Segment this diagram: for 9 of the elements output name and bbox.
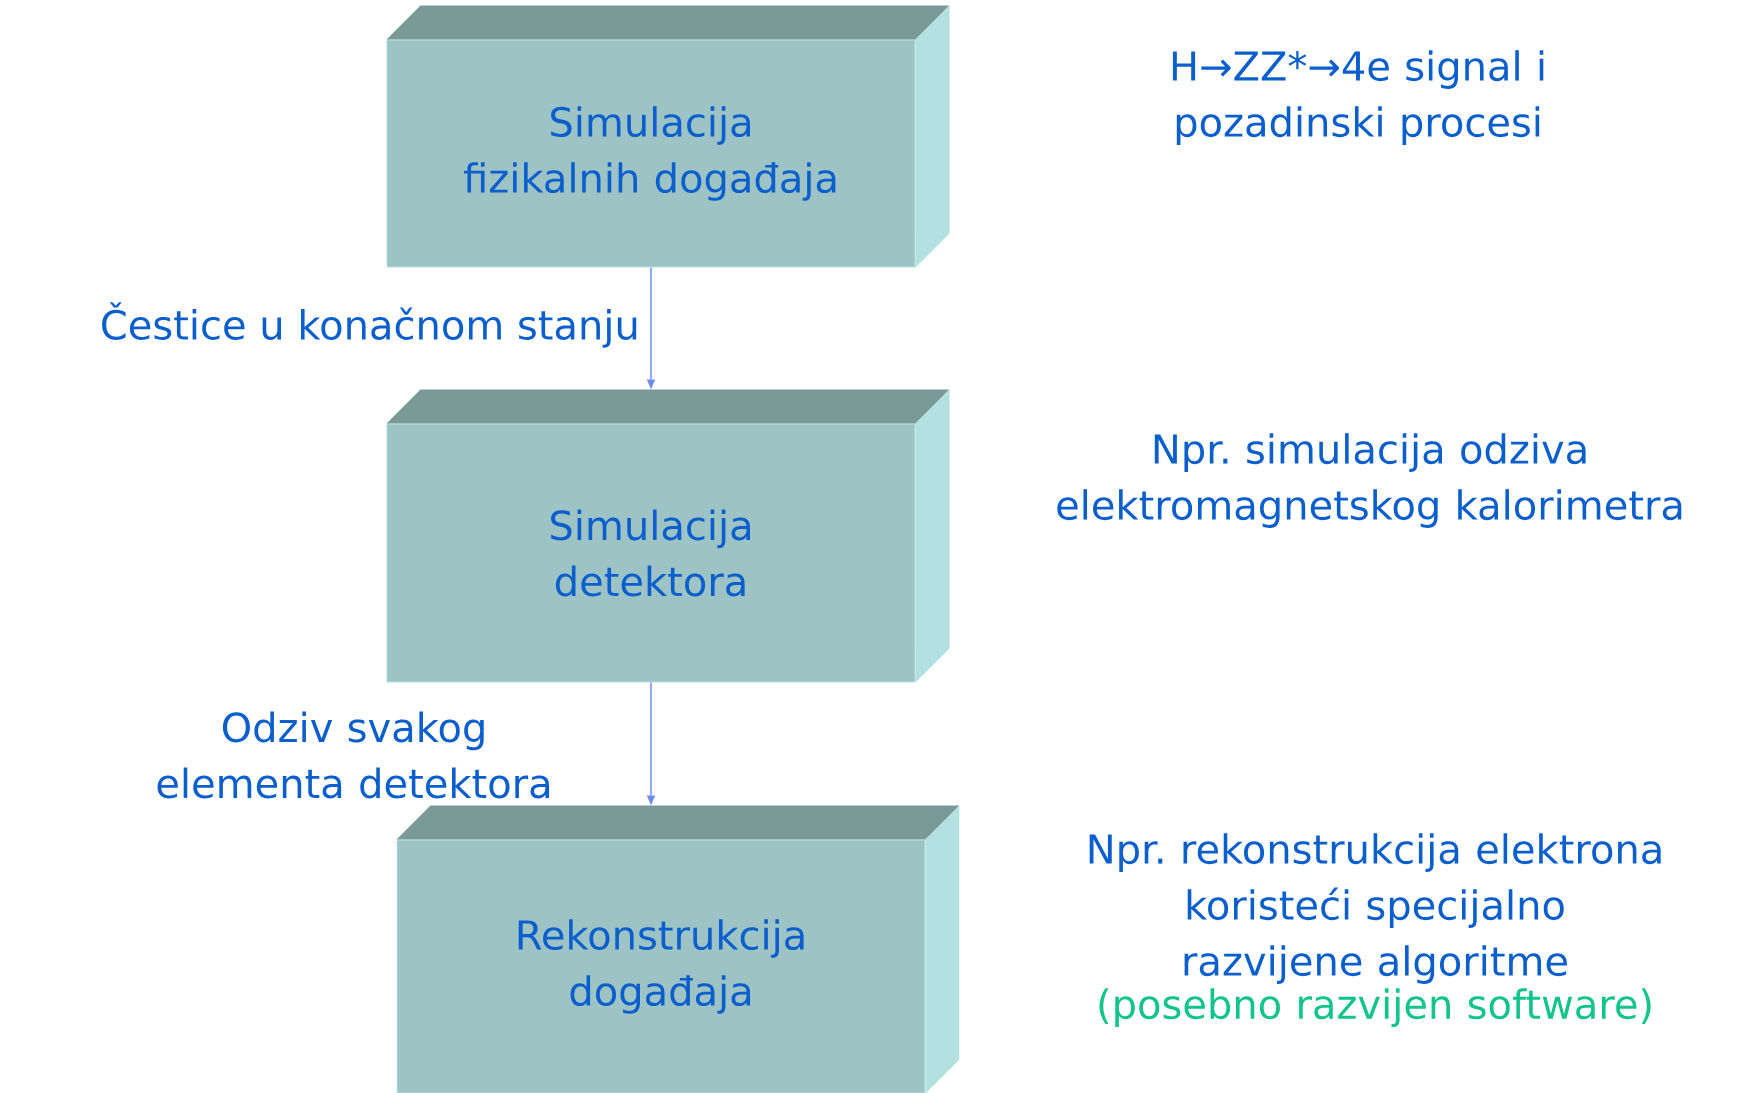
side-note: H→ZZ*→4e signal i pozadinski procesi [1172, 50, 1544, 145]
process-box: Rekonstrukcija događaja [396, 805, 960, 1093]
side-note: Npr. rekonstrukcija elektrona koristeći specijalno razvijene algoritme [1089, 833, 1661, 984]
process-box: Simulacija fizikalnih događaja [386, 5, 950, 268]
edge-label: Odziv svakog elementa detektora [157, 711, 549, 799]
edge-label: Čestice u konačnom stanju [102, 302, 637, 348]
side-note: (posebno razvijen software) [1099, 988, 1651, 1027]
process-box: Simulacija detektora [386, 389, 950, 683]
side-note: Npr. simulacija odziva elektromagnetskog kalorimetra [1057, 433, 1682, 528]
